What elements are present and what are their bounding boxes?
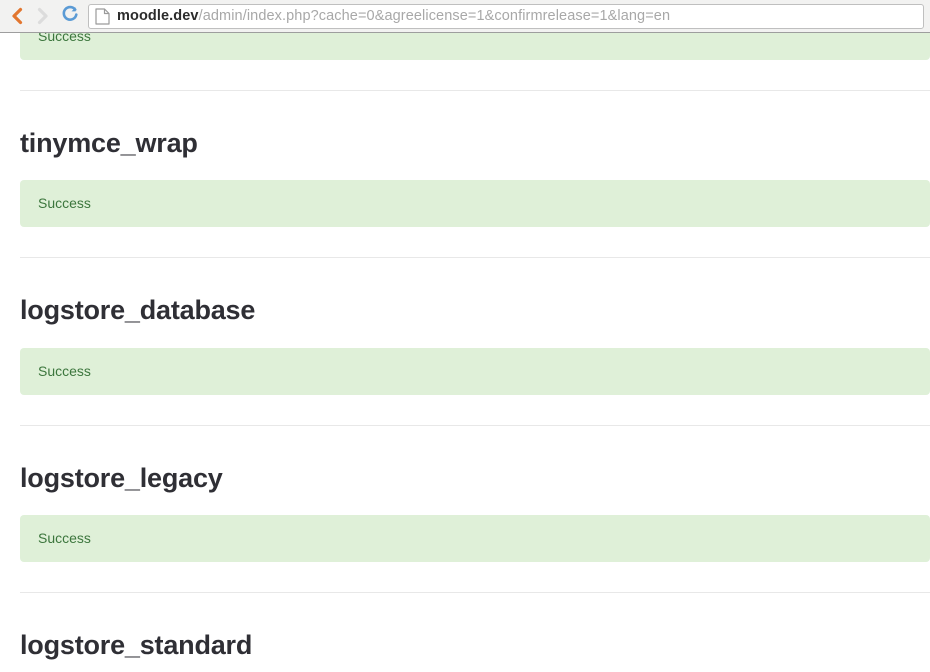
url-text: moodle.dev/admin/index.php?cache=0&agree… xyxy=(117,9,670,24)
spacer xyxy=(0,326,930,348)
back-chevron-icon xyxy=(8,6,26,26)
page-title: logstore_database xyxy=(20,295,256,326)
page-title: logstore_standard xyxy=(20,630,253,661)
plugin-section: logstore_legacy Success xyxy=(0,462,930,563)
status-badge: Success xyxy=(20,33,930,60)
url-bar[interactable]: moodle.dev/admin/index.php?cache=0&agree… xyxy=(88,3,924,29)
status-badge: Success xyxy=(20,347,930,395)
status-badge: Success xyxy=(20,515,930,563)
plugin-section: tinymce_wrap Success xyxy=(0,127,930,228)
spacer xyxy=(0,661,930,672)
back-button[interactable] xyxy=(4,3,30,29)
url-host: moodle.dev xyxy=(117,8,199,24)
spacer xyxy=(0,493,930,515)
reload-icon xyxy=(60,4,80,29)
page-viewport: Success tinymce_wrap Success logstore_da… xyxy=(0,33,930,672)
spacer xyxy=(0,60,930,82)
url-path: /admin/index.php?cache=0&agreelicense=1&… xyxy=(198,8,671,24)
plugin-section: logstore_database Success xyxy=(0,295,930,395)
browser-toolbar: moodle.dev/admin/index.php?cache=0&agree… xyxy=(0,0,930,33)
section-divider xyxy=(20,424,930,426)
section-divider xyxy=(20,89,930,91)
section-divider xyxy=(20,257,930,259)
forward-chevron-icon xyxy=(34,6,52,26)
spacer xyxy=(0,601,930,631)
spacer xyxy=(0,158,930,180)
spacer xyxy=(0,395,930,417)
plugin-section: logstore_standard Success xyxy=(0,631,930,672)
spacer xyxy=(0,266,930,296)
spacer xyxy=(0,227,930,249)
spacer xyxy=(0,562,930,584)
status-badge: Success xyxy=(20,180,930,228)
section-divider xyxy=(20,592,930,594)
spacer xyxy=(0,434,930,464)
page-title: tinymce_wrap xyxy=(20,127,198,158)
page-document-icon xyxy=(95,7,110,25)
page-title: logstore_legacy xyxy=(20,462,223,493)
spacer xyxy=(0,99,930,129)
upgrade-results-content: Success tinymce_wrap Success logstore_da… xyxy=(0,33,930,672)
reload-button[interactable] xyxy=(56,2,84,30)
forward-button[interactable] xyxy=(30,3,56,29)
